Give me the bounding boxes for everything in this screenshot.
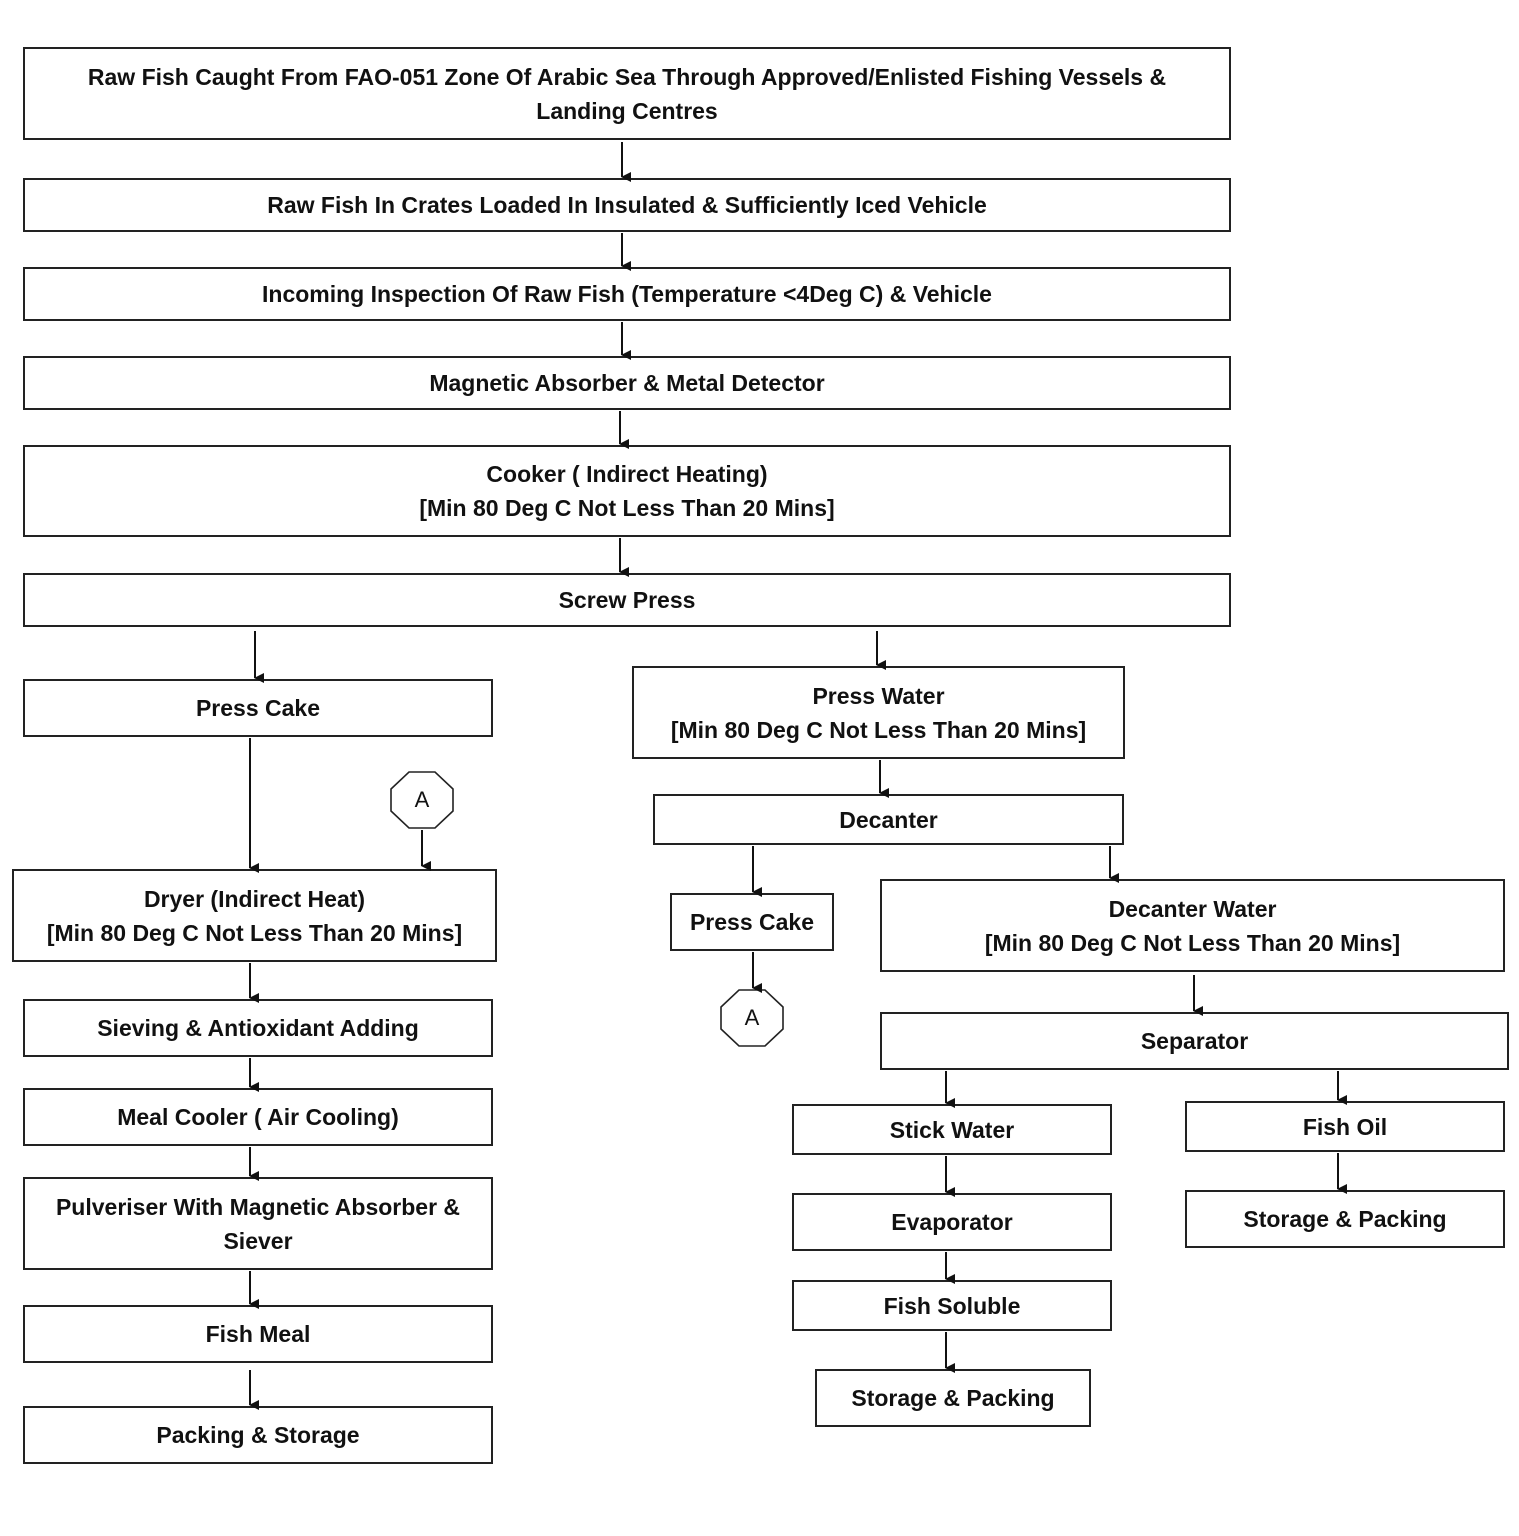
press-water-title: Press Water	[812, 682, 945, 709]
pulveriser-box: Pulveriser With Magnetic Absorber & Siev…	[23, 1177, 493, 1270]
fish-meal-box: Fish Meal	[23, 1305, 493, 1363]
cooker-condition: [Min 80 Deg C Not Less Than 20 Mins]	[419, 495, 835, 521]
connector-a-top-label: A	[414, 787, 430, 812]
press-cake-right-label: Press Cake	[689, 909, 815, 935]
decanter-water-box: Decanter Water [Min 80 Deg C Not Less Th…	[880, 879, 1505, 972]
decanter-box: Decanter	[653, 794, 1124, 845]
fish-oil-box: Fish Oil	[1185, 1101, 1505, 1152]
stick-water-label: Stick Water	[889, 1116, 1015, 1143]
evaporator-label: Evaporator	[891, 1209, 1013, 1235]
dryer-box: Dryer (Indirect Heat) [Min 80 Deg C Not …	[12, 869, 497, 962]
sieving-box: Sieving & Antioxidant Adding	[23, 999, 493, 1057]
raw-fish-caught-label: Raw Fish Caught From FAO-051 Zone Of Ara…	[87, 63, 1167, 124]
press-cake-left-label: Press Cake	[195, 695, 321, 721]
decanter-label: Decanter	[839, 806, 938, 833]
octagon-shape	[720, 989, 784, 1047]
separator-label: Separator	[1140, 1028, 1249, 1054]
press-water-box: Press Water [Min 80 Deg C Not Less Than …	[632, 666, 1125, 759]
incoming-inspection-label: Incoming Inspection Of Raw Fish (Tempera…	[262, 281, 992, 307]
meal-cooler-label: Meal Cooler ( Air Cooling)	[117, 1104, 399, 1130]
magnetic-absorber-label: Magnetic Absorber & Metal Detector	[429, 370, 825, 396]
evaporator-box: Evaporator	[792, 1193, 1112, 1251]
connector-a-top: A	[390, 771, 454, 829]
storage-packing-oil-label: Storage & Packing	[1243, 1206, 1447, 1232]
decanter-water-title: Decanter Water	[1108, 895, 1277, 922]
press-cake-left-box: Press Cake	[23, 679, 493, 737]
incoming-inspection-box: Incoming Inspection Of Raw Fish (Tempera…	[23, 267, 1231, 321]
octagon-shape	[390, 771, 454, 829]
pulveriser-label: Pulveriser With Magnetic Absorber & Siev…	[55, 1193, 461, 1254]
fish-soluble-label: Fish Soluble	[883, 1292, 1021, 1319]
press-cake-right-box: Press Cake	[670, 893, 834, 951]
raw-fish-crates-label: Raw Fish In Crates Loaded In Insulated &…	[267, 192, 987, 218]
fish-meal-label: Fish Meal	[205, 1321, 311, 1347]
decanter-water-condition: [Min 80 Deg C Not Less Than 20 Mins]	[984, 929, 1401, 956]
magnetic-absorber-box: Magnetic Absorber & Metal Detector	[23, 356, 1231, 410]
storage-packing-soluble-box: Storage & Packing	[815, 1369, 1091, 1427]
packing-storage-label: Packing & Storage	[156, 1422, 360, 1448]
sieving-label: Sieving & Antioxidant Adding	[97, 1015, 419, 1041]
screw-press-label: Screw Press	[558, 587, 696, 613]
dryer-title: Dryer (Indirect Heat)	[143, 885, 366, 912]
storage-packing-soluble-label: Storage & Packing	[851, 1385, 1055, 1411]
connector-a-bottom-label: A	[744, 1005, 760, 1030]
fish-oil-label: Fish Oil	[1302, 1113, 1388, 1140]
cooker-title: Cooker ( Indirect Heating)	[486, 461, 768, 487]
fish-soluble-box: Fish Soluble	[792, 1280, 1112, 1331]
press-water-condition: [Min 80 Deg C Not Less Than 20 Mins]	[670, 716, 1087, 743]
connector-a-bottom: A	[720, 989, 784, 1047]
raw-fish-caught-box: Raw Fish Caught From FAO-051 Zone Of Ara…	[23, 47, 1231, 140]
dryer-condition: [Min 80 Deg C Not Less Than 20 Mins]	[46, 919, 463, 946]
cooker-box: Cooker ( Indirect Heating) [Min 80 Deg C…	[23, 445, 1231, 537]
